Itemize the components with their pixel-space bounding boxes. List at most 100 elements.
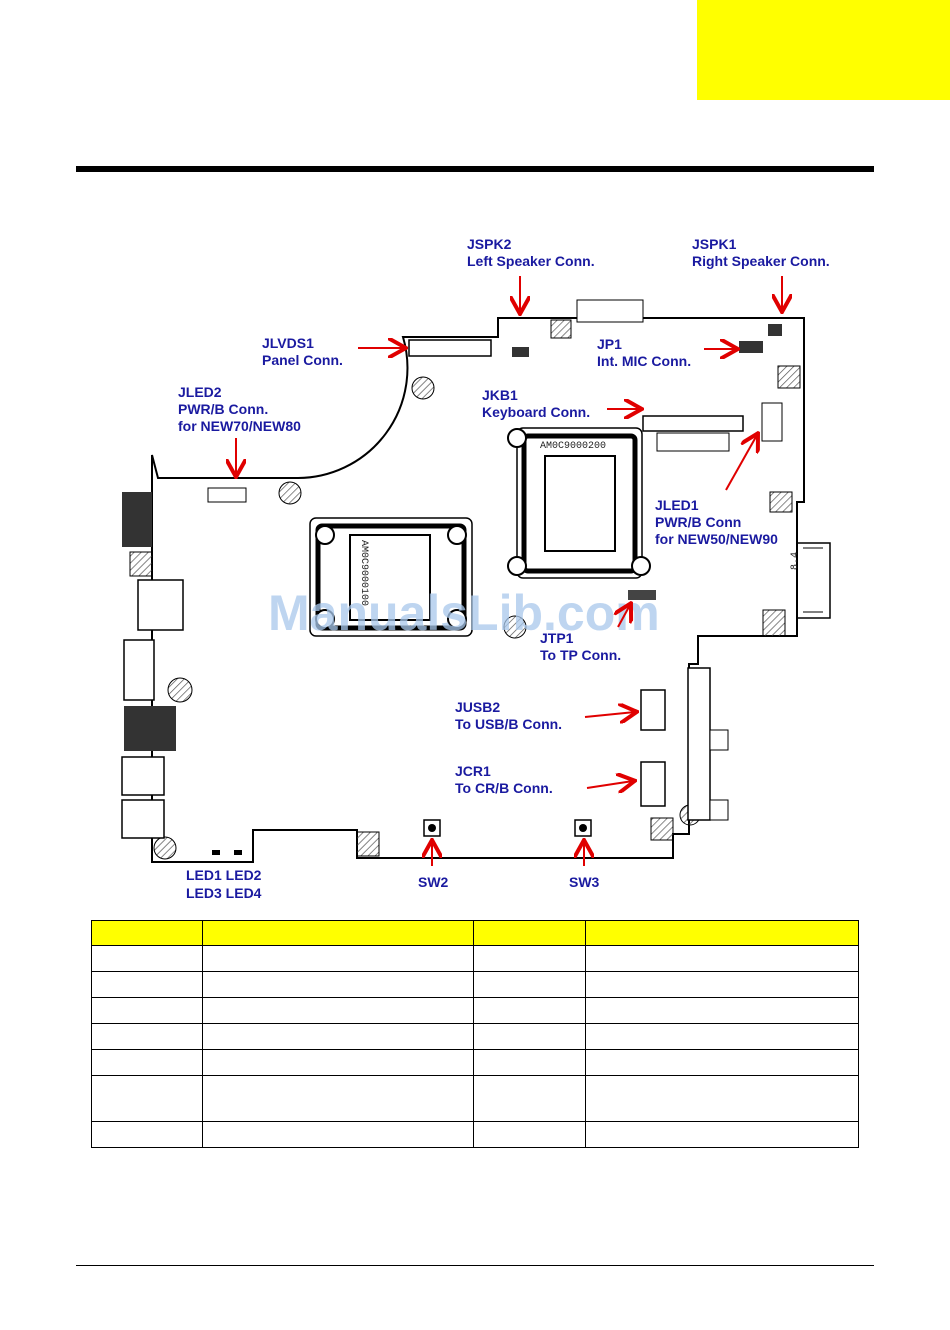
table-cell — [585, 1049, 859, 1076]
label-leds-line1: LED1 LED2 — [186, 867, 262, 883]
table-row — [91, 1049, 859, 1076]
label-jled1-extra: for NEW50/NEW90 — [655, 531, 778, 547]
label-sw2: SW2 — [418, 874, 449, 890]
label-jspk1-code: JSPK1 — [692, 236, 737, 252]
header-cell — [585, 920, 859, 946]
label-sw3: SW3 — [569, 874, 600, 890]
usb-port — [137, 579, 184, 631]
table-row — [91, 1121, 859, 1148]
hatched-pad — [356, 831, 380, 857]
label-jkb1-code: JKB1 — [482, 387, 518, 403]
gpu-marking: AM0C9000100 — [358, 540, 369, 606]
table-cell — [473, 997, 587, 1024]
label-jspk2-code: JSPK2 — [467, 236, 512, 252]
usb-port — [123, 639, 155, 701]
table-cell — [473, 971, 587, 998]
mount-hole — [153, 836, 177, 860]
table-cell — [473, 1023, 587, 1050]
table-cell — [201, 1121, 475, 1148]
table-row — [91, 945, 859, 972]
jspk2-connector — [512, 347, 529, 357]
table-cell — [201, 971, 475, 998]
table-cell — [91, 1075, 203, 1122]
table-cell — [473, 945, 587, 972]
label-jusb2-desc: To USB/B Conn. — [455, 716, 562, 732]
table-cell — [585, 971, 859, 998]
arrow-jusb2 — [584, 712, 635, 717]
jled2-connector — [207, 487, 247, 503]
table-cell — [201, 945, 475, 972]
label-jled2-code: JLED2 — [178, 384, 222, 400]
table-cell — [585, 997, 859, 1024]
jtp1-connector — [628, 590, 656, 600]
hatched-pad — [550, 319, 572, 339]
gpu-socket — [309, 517, 473, 637]
side-connector — [796, 542, 831, 619]
table-cell — [585, 945, 859, 972]
table-cell — [473, 1049, 587, 1076]
label-jp1-code: JP1 — [597, 336, 622, 352]
label-jcr1-desc: To CR/B Conn. — [455, 780, 553, 796]
label-jtp1-desc: To TP Conn. — [540, 647, 621, 663]
table-cell — [585, 1023, 859, 1050]
table-cell — [201, 1049, 475, 1076]
vga-port — [122, 492, 152, 547]
label-jp1-desc: Int. MIC Conn. — [597, 353, 691, 369]
label-jled2-extra: for NEW70/NEW80 — [178, 418, 301, 434]
table-cell — [91, 971, 203, 998]
jkb1-body — [656, 432, 730, 452]
label-jkb1-desc: Keyboard Conn. — [482, 404, 590, 420]
footer-rule — [76, 1265, 874, 1266]
cpu-marking: AM0C9000200 — [540, 441, 606, 452]
table-cell — [91, 997, 203, 1024]
table-cell — [201, 997, 475, 1024]
watermark: ManualsLib.com — [268, 585, 660, 641]
table-cell — [91, 1049, 203, 1076]
top-connector — [576, 299, 644, 323]
mount-hole — [503, 615, 527, 639]
table-row — [91, 1075, 859, 1122]
table-row — [91, 997, 859, 1024]
led-smd — [212, 850, 220, 855]
header-cell — [201, 920, 475, 946]
label-jled1-code: JLED1 — [655, 497, 699, 513]
table-cell — [585, 1075, 859, 1122]
hatched-pad — [129, 551, 153, 577]
chapter-tab-marker — [697, 0, 950, 100]
mount-hole — [411, 376, 435, 400]
jp1-connector — [739, 341, 763, 353]
label-jspk2-desc: Left Speaker Conn. — [467, 253, 595, 269]
hatched-pad — [762, 609, 786, 637]
table-cell — [91, 1121, 203, 1148]
side-marking: 8.4 — [790, 552, 801, 570]
table-header-row — [91, 920, 859, 946]
label-jlvds1-code: JLVDS1 — [262, 335, 314, 351]
label-jled2-desc: PWR/B Conn. — [178, 401, 268, 417]
label-jspk1-desc: Right Speaker Conn. — [692, 253, 830, 269]
table-cell — [201, 1023, 475, 1050]
hatched-pad — [769, 491, 793, 513]
connector-table — [91, 920, 859, 1148]
mount-hole — [167, 677, 193, 703]
table-cell — [473, 1121, 587, 1148]
table-row — [91, 1023, 859, 1050]
hatched-pad — [650, 817, 674, 841]
jcr1-connector — [640, 761, 666, 807]
label-jcr1-code: JCR1 — [455, 763, 491, 779]
audio-jack — [121, 799, 165, 839]
table-cell — [91, 945, 203, 972]
table-cell — [473, 1075, 587, 1122]
hatched-pad — [777, 365, 801, 389]
label-jled1-desc: PWR/B Conn — [655, 514, 741, 530]
table-cell — [585, 1121, 859, 1148]
jkb1-connector — [642, 415, 744, 432]
odd-connector — [687, 667, 711, 821]
table-cell — [91, 1023, 203, 1050]
label-jlvds1-desc: Panel Conn. — [262, 352, 343, 368]
arrow-jtp1 — [618, 605, 630, 628]
label-jtp1-code: JTP1 — [540, 630, 574, 646]
jspk1-connector — [768, 324, 782, 336]
header-cell — [91, 920, 203, 946]
jlvds1-connector — [408, 339, 492, 357]
